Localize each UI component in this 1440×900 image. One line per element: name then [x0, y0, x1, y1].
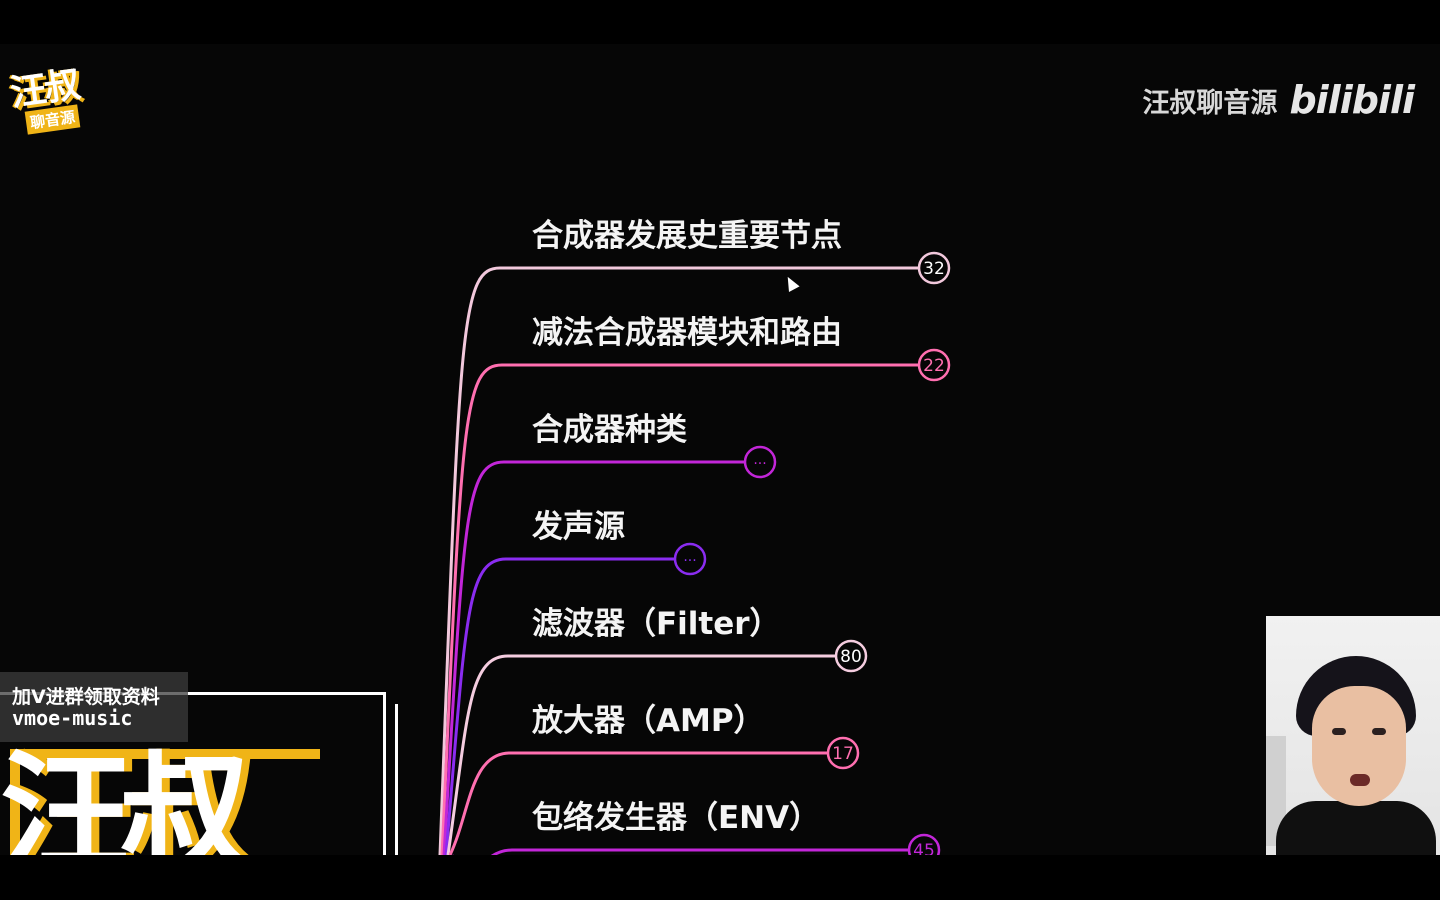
presenter-face: [1312, 686, 1406, 806]
mindmap-branches: 32 22 ··· ··· 80 17 45: [438, 251, 951, 855]
branch-line: [442, 460, 744, 855]
node-label-history[interactable]: 合成器发展史重要节点: [532, 218, 842, 254]
branch-line: [446, 654, 835, 855]
promo-wechat-id: vmoe-music: [12, 706, 133, 730]
node-label-amp[interactable]: 放大器（AMP）: [532, 703, 765, 739]
node-label-types[interactable]: 合成器种类: [532, 412, 687, 448]
node-label-filter[interactable]: 滤波器（Filter）: [532, 606, 781, 642]
node-badge-count: 80: [840, 647, 862, 667]
node-badge[interactable]: [917, 348, 951, 382]
webcam-overlay: [1266, 616, 1440, 855]
letterbox-top: [0, 0, 1440, 44]
promo-text: 加V进群领取资料: [12, 686, 160, 708]
brand-text: 汪叔聊音源: [1142, 87, 1278, 119]
chair: [1266, 736, 1286, 846]
node-badge-count: 17: [832, 744, 854, 764]
node-badge[interactable]: [743, 445, 777, 479]
branch-line: [452, 848, 908, 855]
node-label-subtractive[interactable]: 减法合成器模块和路由: [532, 315, 842, 351]
node-badge-count: 32: [923, 259, 945, 279]
node-badge[interactable]: [834, 639, 868, 673]
branch-line: [440, 363, 918, 855]
node-badge[interactable]: [917, 251, 951, 285]
branch-line: [438, 266, 918, 855]
decor-yellow-border: [10, 749, 320, 855]
bilibili-logo: bilibili: [1289, 78, 1415, 122]
decor-frame: [0, 692, 386, 855]
presenter-eye: [1372, 728, 1386, 735]
node-badge-count: 45: [913, 841, 935, 855]
decor-big-logo: 汪叔: [0, 738, 250, 855]
node-badge-count: ···: [753, 456, 766, 472]
presenter-body: [1276, 801, 1436, 855]
branch-line: [448, 751, 827, 855]
letterbox-bottom: [0, 855, 1440, 900]
node-badge[interactable]: [826, 736, 860, 770]
node-badge[interactable]: [907, 833, 941, 855]
presenter-mouth: [1350, 774, 1370, 786]
node-badge[interactable]: [673, 542, 707, 576]
branch-line: [444, 557, 674, 855]
promo-banner: 加V进群领取资料 vmoe-music: [0, 672, 188, 742]
decor-frame-edge: [390, 704, 398, 855]
bilibili-watermark: 汪叔聊音源 bilibili: [1142, 78, 1415, 122]
node-badge-count: ···: [683, 553, 696, 569]
node-label-env[interactable]: 包络发生器（ENV）: [532, 800, 821, 836]
node-badge-count: 22: [923, 356, 945, 376]
node-label-source[interactable]: 发声源: [532, 509, 625, 545]
presenter-eye: [1332, 728, 1346, 735]
